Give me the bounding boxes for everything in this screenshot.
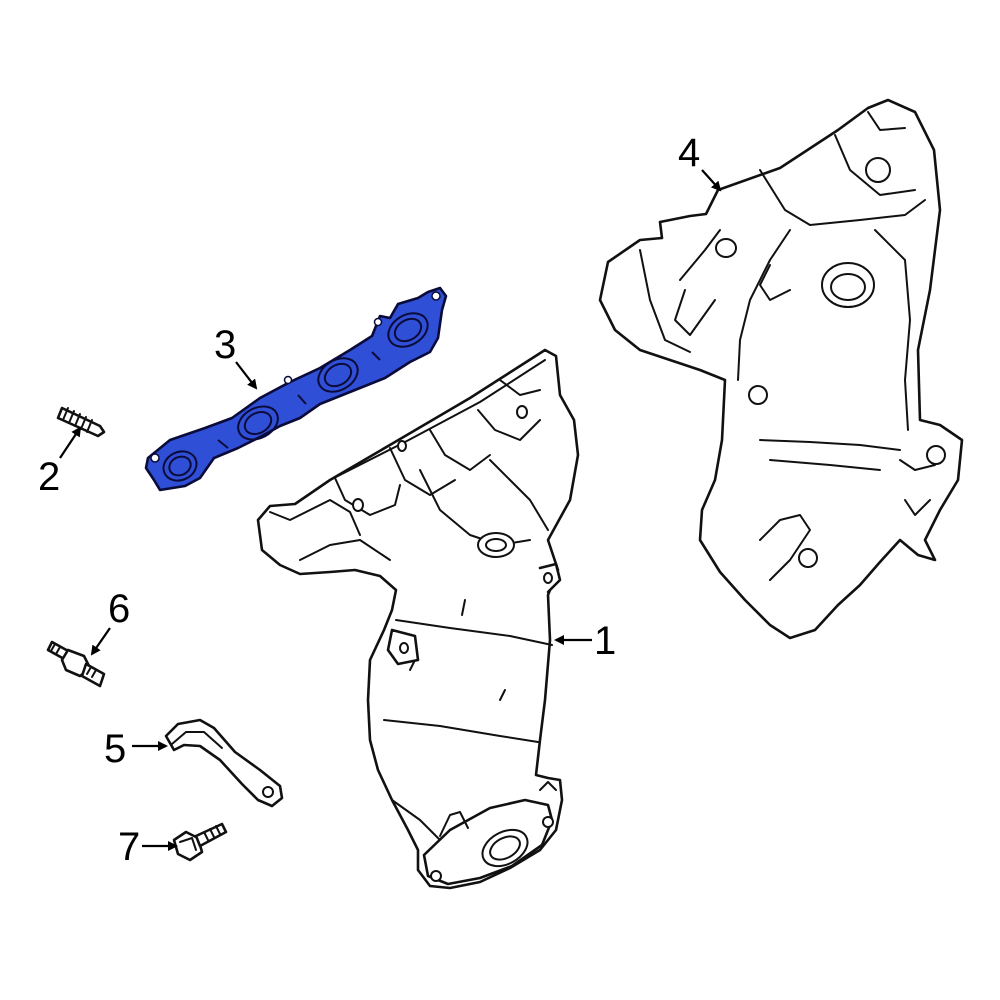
- callout-6: 6: [90, 587, 130, 656]
- callout-2: 2: [38, 426, 82, 499]
- part-6-stud[interactable]: [46, 640, 106, 688]
- part-1-exhaust-manifold[interactable]: [256, 348, 580, 890]
- callout-label: 5: [104, 727, 126, 771]
- part-5-bracket[interactable]: [164, 718, 284, 808]
- callout-5: 5: [104, 727, 168, 771]
- callout-1: 1: [554, 619, 616, 663]
- callout-label: 2: [38, 455, 60, 499]
- part-7-bolt[interactable]: [172, 822, 228, 862]
- callout-label: 1: [594, 619, 616, 663]
- callout-label: 4: [678, 131, 700, 175]
- part-2-stud[interactable]: [56, 406, 106, 438]
- part-3-gasket[interactable]: [144, 286, 448, 492]
- part-4-heat-shield[interactable]: [598, 98, 964, 640]
- callout-4: 4: [678, 131, 722, 192]
- callout-label: 6: [108, 587, 130, 631]
- callout-label: 3: [214, 323, 236, 367]
- callout-label: 7: [118, 825, 140, 869]
- callout-7: 7: [118, 825, 178, 869]
- callout-3: 3: [214, 323, 258, 390]
